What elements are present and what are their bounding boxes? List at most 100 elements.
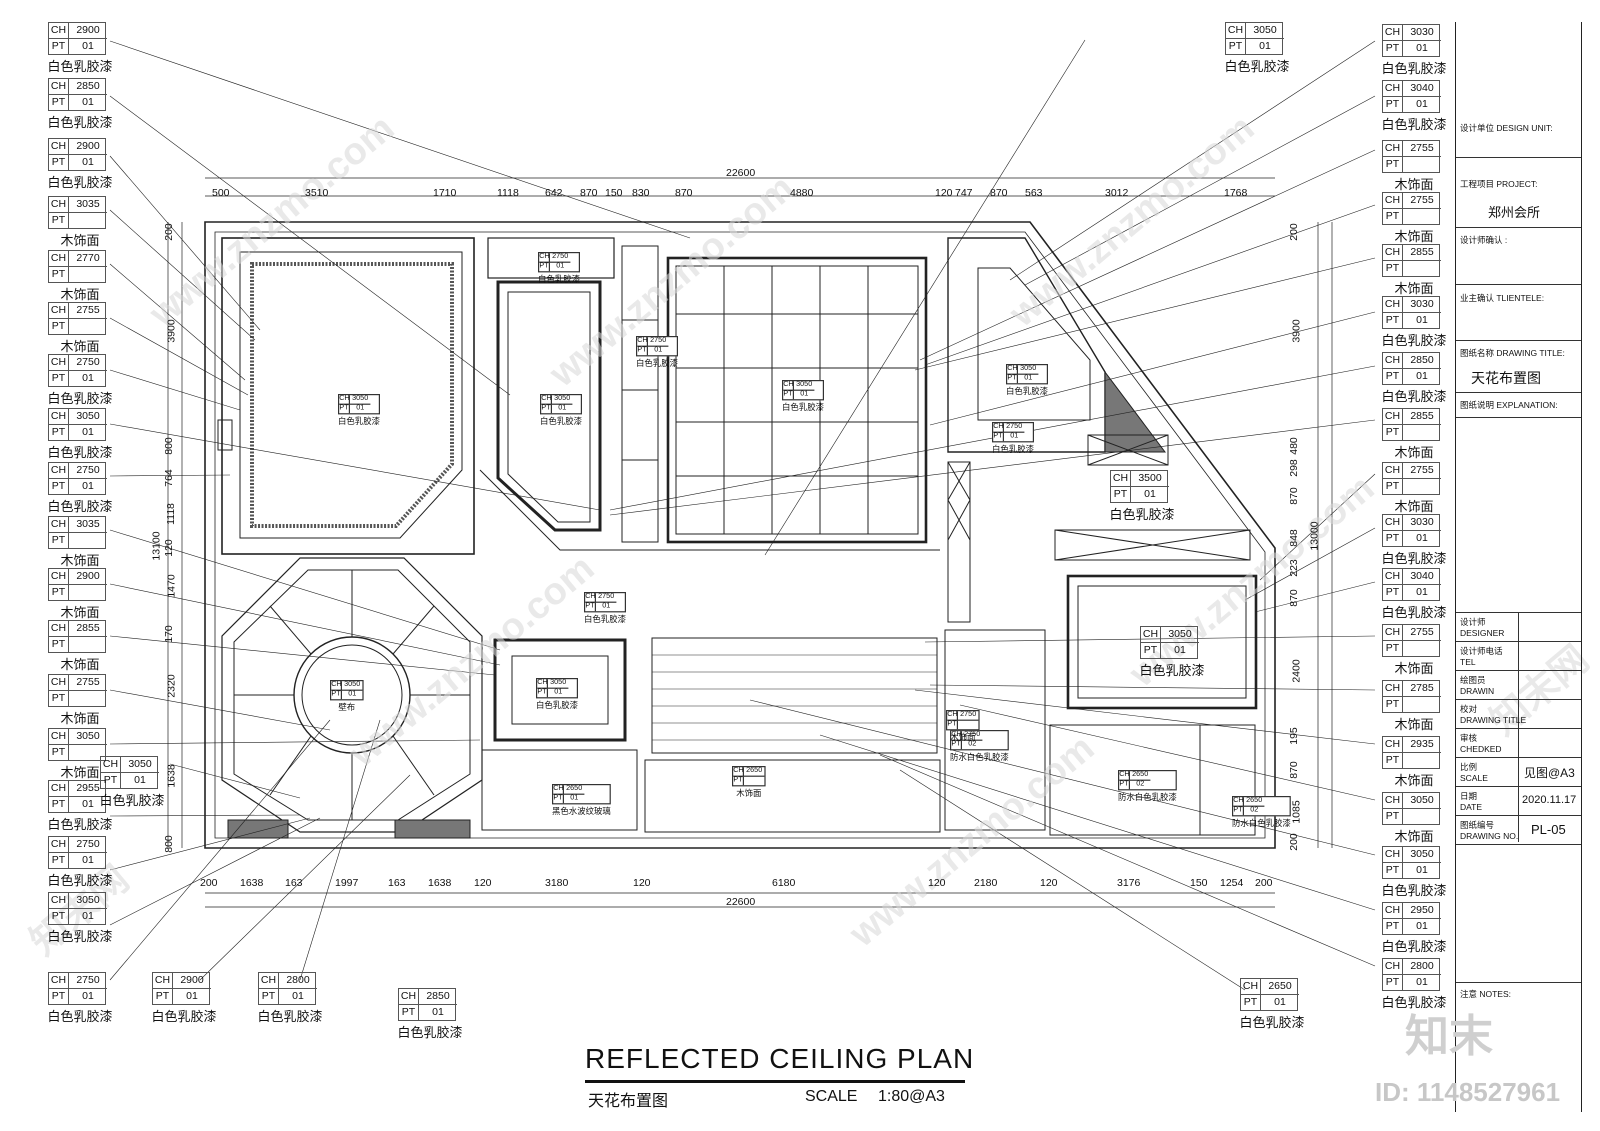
dimension-label: 800: [162, 835, 175, 853]
room-material-label: 白色乳胶漆: [992, 446, 1034, 455]
explanation-label: 图纸说明 EXPLANATION:: [1460, 400, 1558, 410]
material-label: 白色乳胶漆: [47, 499, 113, 514]
material-label: 白色乳胶漆: [1139, 663, 1205, 678]
material-label: 木饰面: [60, 605, 100, 620]
material-label: 白色乳胶漆: [1109, 507, 1175, 522]
dimension-label: 150: [1190, 877, 1208, 889]
drawing-no-value: PL-05: [1531, 822, 1566, 837]
drawing-title: REFLECTED CEILING PLAN: [585, 1043, 975, 1074]
dimension-label: 870: [1287, 589, 1300, 607]
dimension-label: 3176: [1117, 877, 1141, 889]
dimension-label: 848: [1287, 529, 1300, 547]
room-material-label: 防水白色乳胶漆: [950, 754, 1009, 763]
material-label: 白色乳胶漆: [1239, 1015, 1305, 1030]
room-material-label: 白色乳胶漆: [538, 276, 580, 285]
dimension-label: 6180: [772, 877, 796, 889]
dimension-label: 120: [633, 877, 651, 889]
dimension-label: 120: [474, 877, 492, 889]
room-material-label: 白色乳胶漆: [782, 404, 824, 413]
dimension-label: 563: [1025, 187, 1043, 199]
scale-value-main: 1:80@A3: [878, 1088, 945, 1105]
title-underline: [585, 1080, 965, 1083]
room-right: [1066, 574, 1258, 710]
material-label: 木饰面: [60, 233, 100, 248]
material-label: 白色乳胶漆: [1381, 939, 1447, 954]
dimension-label: 1638: [165, 764, 178, 788]
material-label: 白色乳胶漆: [47, 391, 113, 406]
room-material-label: 黑色水波纹玻璃: [552, 808, 611, 817]
material-label: 白色乳胶漆: [47, 115, 113, 130]
dimension-label: 870: [1287, 761, 1300, 779]
material-label: 白色乳胶漆: [1224, 59, 1290, 74]
dimension-label: 3012: [1105, 187, 1129, 199]
material-label: 木饰面: [1394, 499, 1434, 514]
material-label: 白色乳胶漆: [1381, 117, 1447, 132]
room-material-label: 防水白色乳胶漆: [1232, 820, 1291, 829]
material-label: 白色乳胶漆: [47, 873, 113, 888]
scale-label-main: SCALE: [805, 1088, 858, 1105]
drawing-subtitle: 天花布置图: [588, 1093, 669, 1110]
material-label: 木饰面: [60, 657, 100, 672]
dimension-label: 120: [928, 877, 946, 889]
dimension-label: 800: [162, 437, 175, 455]
octagon-ribs: [234, 570, 470, 820]
scale-value: 见图@A3: [1524, 766, 1575, 780]
material-label: 白色乳胶漆: [47, 929, 113, 944]
material-label: 白色乳胶漆: [397, 1025, 463, 1040]
dimension-label: 3900: [1290, 319, 1303, 343]
watermark-logo: 知末: [1405, 1012, 1493, 1061]
material-label: 白色乳胶漆: [47, 817, 113, 832]
dimension-label: 1638: [428, 877, 452, 889]
material-label: 白色乳胶漆: [1381, 995, 1447, 1010]
project-label: 工程项目 PROJECT:: [1460, 179, 1538, 189]
dimension-label: 2400: [1290, 659, 1303, 683]
dimension-label: 170: [162, 625, 175, 643]
dimension-label: 1118: [164, 503, 177, 525]
dimension-label: 1254: [1220, 877, 1244, 889]
room-material-label: 白色乳胶漆: [540, 418, 582, 427]
room-square: [493, 638, 627, 742]
dimension-label: 120: [1040, 877, 1058, 889]
material-label: 白色乳胶漆: [99, 793, 165, 808]
watermark-id: ID: 1148527961: [1375, 1077, 1561, 1107]
dimension-label: 764: [162, 469, 175, 487]
dimension-label: 1085: [1290, 800, 1303, 824]
material-label: 白色乳胶漆: [1381, 333, 1447, 348]
dimension-label: 150: [605, 187, 623, 199]
room-material-label: 防水白色乳胶漆: [1118, 794, 1177, 803]
project-value: 郑州会所: [1488, 205, 1541, 220]
dimension-label: 2180: [974, 877, 998, 889]
room-stripes: [651, 637, 938, 754]
grid-lines: [676, 266, 918, 534]
material-label: 木饰面: [1394, 281, 1434, 296]
dimension-label: 200: [1287, 833, 1300, 851]
drawing-title-value: 天花布置图: [1471, 370, 1541, 386]
room-grid: [666, 256, 928, 544]
dimension-label: 200: [200, 877, 218, 889]
dimension-label: 480: [1287, 437, 1300, 455]
